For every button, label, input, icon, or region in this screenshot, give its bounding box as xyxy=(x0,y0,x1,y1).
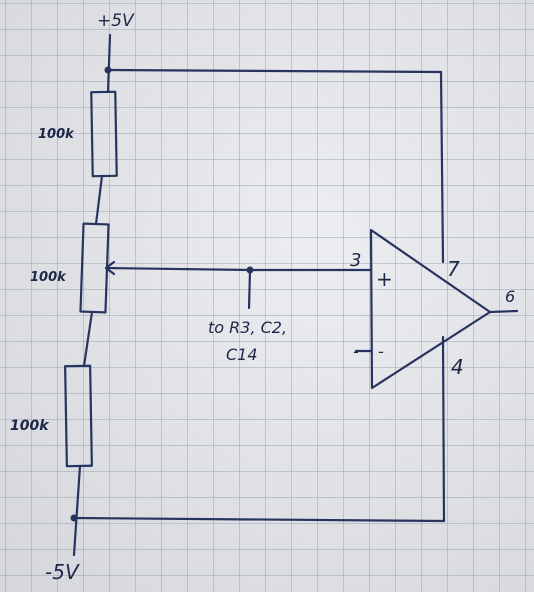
wire-vplus-lead xyxy=(106,33,112,94)
wire-pin7-vertical xyxy=(439,70,445,264)
wire-output xyxy=(488,309,519,314)
resistor-r1-value: 100k xyxy=(38,127,75,142)
resistor-r2-value: 100k xyxy=(30,270,67,285)
wire-top-rail xyxy=(106,68,443,74)
pin-3-label: 3 xyxy=(350,250,361,271)
note-line-1: to R3, C2, xyxy=(208,318,287,337)
opamp-triangle xyxy=(369,228,492,390)
wire-wiper xyxy=(104,266,252,272)
potentiometer-r2 xyxy=(79,222,110,314)
opamp-plus-sign: + xyxy=(376,267,393,291)
opamp-minus-sign: - xyxy=(378,342,384,361)
wire-vminus-lead xyxy=(72,464,82,557)
pin-minus-mark: - xyxy=(353,342,359,361)
pin-4-label: 4 xyxy=(451,355,464,379)
resistor-r3 xyxy=(64,364,93,468)
wire-note-branch xyxy=(247,268,252,310)
wire-pin4-vertical xyxy=(441,335,446,523)
wire-r1-r2 xyxy=(94,174,104,226)
supply-negative-label: -5V xyxy=(45,560,80,584)
supply-positive-label: +5V xyxy=(97,11,135,31)
wire-r2-r3 xyxy=(82,310,94,368)
resistor-r1 xyxy=(90,90,118,178)
pin-6-label: 6 xyxy=(505,287,515,306)
pin-7-label: 7 xyxy=(447,257,460,281)
note-line-2: C14 xyxy=(226,345,258,364)
resistor-r3-value: 100k xyxy=(10,418,50,434)
wire-bottom-rail xyxy=(72,516,446,523)
